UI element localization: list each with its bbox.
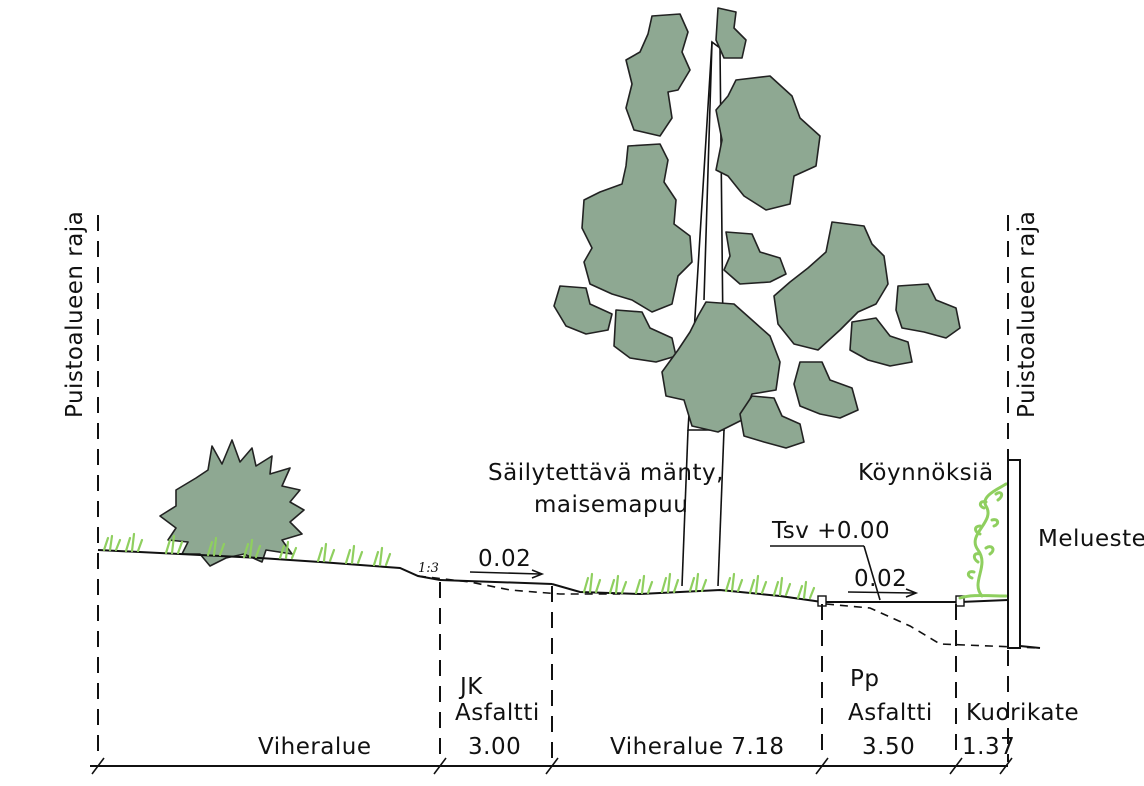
dimension-tick xyxy=(999,757,1013,775)
section-labels: Viheralue JK Asfaltti 3.00 Viheralue 7.1… xyxy=(258,666,1079,760)
trunk-left-line xyxy=(681,429,689,587)
canopy-blob xyxy=(715,7,747,59)
canopy-blob xyxy=(581,143,693,313)
curb-right xyxy=(955,595,965,607)
left-boundary: Puistoalueen raja xyxy=(62,211,99,760)
grass-tuft xyxy=(372,546,392,567)
grass-tuft xyxy=(748,574,768,595)
noise-wall-base xyxy=(1019,645,1041,649)
vine-leaves xyxy=(966,491,1004,580)
slope-pp-arrow-line xyxy=(847,591,915,594)
section-2-material: Asfaltti xyxy=(455,700,540,726)
ground-line-jk xyxy=(439,579,553,585)
tree-label: Säilytettävä mänty, maisemapuu xyxy=(488,460,724,518)
left-boundary-label: Puistoalueen raja xyxy=(62,211,88,418)
slope-jk-arrow-line xyxy=(469,571,541,575)
canopy-blob xyxy=(793,361,859,419)
grass-tuft xyxy=(634,574,654,595)
climbers-label: Köynnöksiä xyxy=(858,460,994,486)
canopy-blob xyxy=(739,395,805,449)
subgrade-dashed-line xyxy=(417,575,620,595)
level-annotation: Tsv +0.00 xyxy=(770,518,890,601)
shrub xyxy=(159,439,305,567)
pine-tree xyxy=(553,7,961,587)
ground-line-pp xyxy=(822,599,1009,603)
dimension-tick xyxy=(433,757,447,775)
canopy-blob xyxy=(553,285,613,335)
grass-tuft xyxy=(344,544,364,565)
noise-wall xyxy=(1007,459,1021,649)
canopy-blob xyxy=(661,301,781,433)
grass-tuft xyxy=(688,572,708,593)
section-1-name: Viheralue xyxy=(258,734,372,760)
canopy-blob xyxy=(849,317,913,367)
right-boundary: Puistoalueen raja xyxy=(1007,211,1040,762)
slope-jk: 0.02 xyxy=(469,546,545,579)
grass-tuft xyxy=(278,540,298,560)
section-2-width: 3.00 xyxy=(468,734,521,760)
grass-tuft xyxy=(102,534,122,552)
ground-profile xyxy=(97,549,1041,649)
grass-tuft xyxy=(164,534,184,555)
slope-jk-value: 0.02 xyxy=(478,546,531,572)
section-2-name: JK xyxy=(458,674,483,700)
slope-jk-arrow-head xyxy=(531,569,545,579)
section-dividers xyxy=(439,582,957,760)
grass-tuft xyxy=(582,572,602,594)
grass xyxy=(102,532,816,600)
ground-line-middle xyxy=(551,583,823,603)
level-leader xyxy=(863,545,881,601)
slope-pp-arrow-head xyxy=(905,588,919,598)
grass-tuft xyxy=(242,538,262,559)
grass-tuft xyxy=(724,572,744,593)
canopy-blob xyxy=(715,75,821,211)
dimension-tick xyxy=(91,757,105,775)
grass-tuft xyxy=(772,576,792,597)
section-5-material: Kuorikate xyxy=(966,700,1079,726)
right-boundary-label: Puistoalueen raja xyxy=(1014,211,1040,418)
grass-tuft xyxy=(796,580,816,600)
trunk-right-line xyxy=(717,429,725,587)
section-4-material: Asfaltti xyxy=(848,700,933,726)
slope-ratio-label: 1:3 xyxy=(418,561,439,576)
dimension-tick xyxy=(545,757,559,775)
dimension-tick xyxy=(815,757,829,775)
canopy-blob xyxy=(625,13,691,137)
shrub-foliage xyxy=(159,439,305,567)
grass-tuft xyxy=(124,532,144,553)
section-4-width: 3.50 xyxy=(862,734,915,760)
grass-tuft xyxy=(316,542,336,563)
grass-tuft xyxy=(608,574,628,595)
dimension-tick xyxy=(949,757,963,775)
noise-wall-label: Melueste xyxy=(1038,526,1144,552)
vine-stem xyxy=(958,482,1008,600)
canopy-blob xyxy=(613,309,677,363)
canopy-blob xyxy=(895,283,961,339)
canopy-blob xyxy=(723,231,787,285)
grass-tuft xyxy=(660,572,680,594)
grass-tuft xyxy=(206,536,226,557)
slope-pp: 0.02 xyxy=(847,566,919,598)
section-4-name: Pp xyxy=(850,666,879,692)
subgrade-dashed-line-right xyxy=(825,603,1041,649)
dimension-line xyxy=(90,757,1013,775)
level-label: Tsv +0.00 xyxy=(771,518,890,544)
climber-vine xyxy=(958,482,1008,600)
slope-pp-value: 0.02 xyxy=(854,566,907,592)
section-5-width: 1.37 xyxy=(962,734,1015,760)
tree-label-line1: Säilytettävä mänty, xyxy=(488,460,724,486)
tree-label-line2: maisemapuu xyxy=(534,492,688,518)
canopy-blob xyxy=(773,221,889,351)
trunk-centre-line xyxy=(703,41,713,301)
section-3-name: Viheralue 7.18 xyxy=(610,734,785,760)
